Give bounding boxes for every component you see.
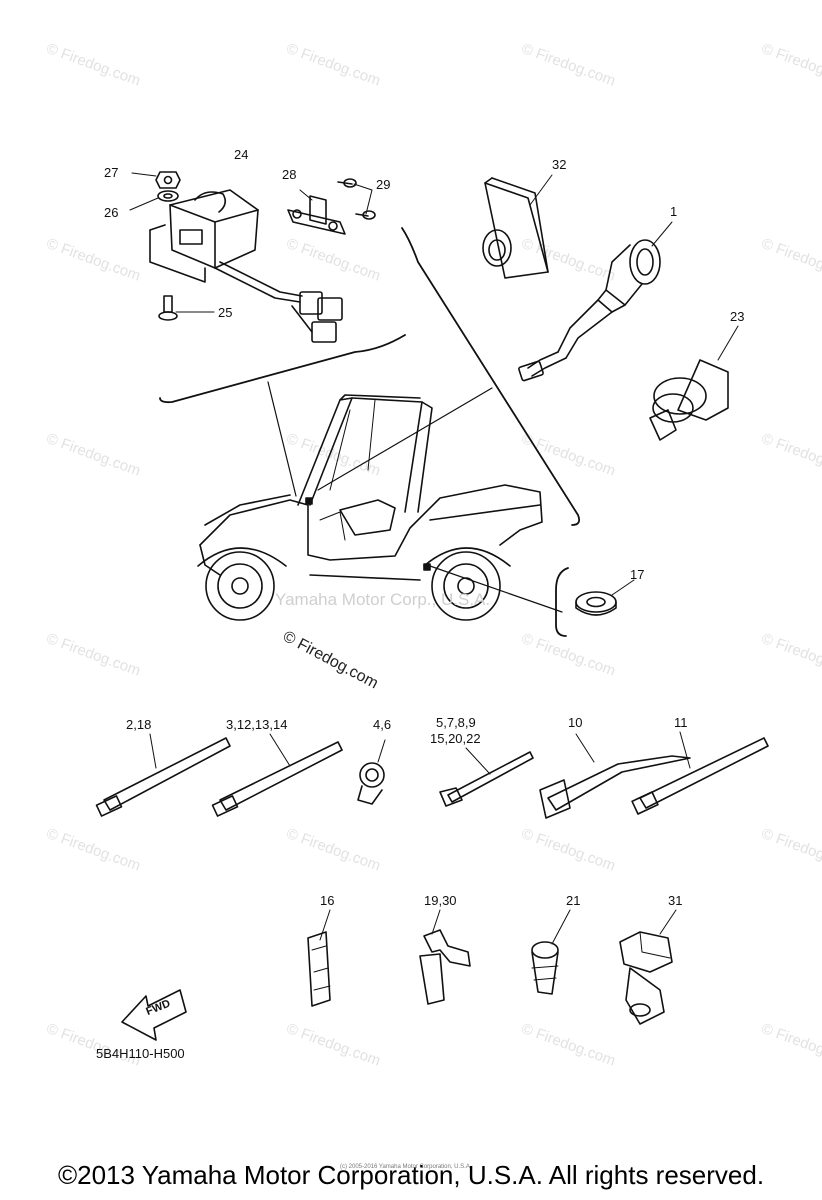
callout-label: 1 bbox=[670, 204, 678, 219]
sensor-part-23 bbox=[649, 325, 739, 441]
callout-label: 15,20,22 bbox=[430, 731, 481, 746]
fwd-arrow-icon bbox=[121, 989, 187, 1041]
callout-label: 23 bbox=[730, 309, 745, 324]
callout-label: 21 bbox=[566, 893, 581, 908]
clip-part-19-30 bbox=[419, 909, 471, 1005]
callout-label: 10 bbox=[568, 715, 583, 730]
tiny-copyright: (c) 2005-2016 Yamaha Motor Corporation, … bbox=[340, 1164, 472, 1170]
callout-label: 11 bbox=[674, 715, 688, 730]
cable-tie-part-5-7-8-9 bbox=[439, 747, 534, 807]
callout-label: 2,18 bbox=[126, 717, 152, 732]
corp-watermark: Yamaha Motor Corp., U.S.A. bbox=[275, 590, 491, 609]
callout-label: 32 bbox=[552, 157, 567, 172]
callout-label: 3,12,13,14 bbox=[226, 717, 288, 732]
footer-copyright: ©2013 Yamaha Motor Corporation, U.S.A. A… bbox=[57, 1160, 765, 1190]
bolt-part-25 bbox=[158, 295, 215, 321]
washer-part-26 bbox=[129, 190, 179, 211]
callout-label: 28 bbox=[282, 167, 297, 182]
screw-part-29 bbox=[337, 178, 376, 220]
callout-label: 29 bbox=[376, 177, 391, 192]
callout-label: 25 bbox=[218, 305, 233, 320]
clamp-part-4-6 bbox=[357, 739, 386, 805]
callout-label: 19,30 bbox=[424, 893, 457, 908]
cable-tie-part-2-18 bbox=[95, 733, 231, 817]
callout-label: 17 bbox=[630, 567, 645, 582]
clip-part-31 bbox=[619, 909, 677, 1025]
grommet-part-17 bbox=[555, 567, 635, 637]
clip-part-21 bbox=[531, 909, 571, 995]
callout-label: 24 bbox=[234, 147, 249, 162]
cable-tie-part-3-12-13-14 bbox=[211, 733, 343, 817]
nut-part-27 bbox=[131, 171, 181, 189]
switch-part-32 bbox=[482, 174, 553, 279]
callout-label: 4,6 bbox=[373, 717, 392, 732]
side-by-side-vehicle bbox=[197, 381, 563, 621]
clamp-part-16 bbox=[307, 909, 331, 1007]
bracket-part-28 bbox=[287, 189, 346, 235]
relay-assembly-part-24 bbox=[149, 189, 343, 343]
callout-label: 27 bbox=[104, 165, 119, 180]
callout-label: 26 bbox=[104, 205, 119, 220]
cable-tie-part-10 bbox=[539, 733, 691, 819]
cable-tie-part-11 bbox=[631, 731, 769, 815]
callout-label: 5,7,8,9 bbox=[436, 715, 476, 730]
diagram-reference-code: 5B4H110-H500 bbox=[96, 1046, 185, 1061]
callout-label: 16 bbox=[320, 893, 335, 908]
callout-label: 31 bbox=[668, 893, 683, 908]
socket-part-1 bbox=[518, 221, 673, 382]
